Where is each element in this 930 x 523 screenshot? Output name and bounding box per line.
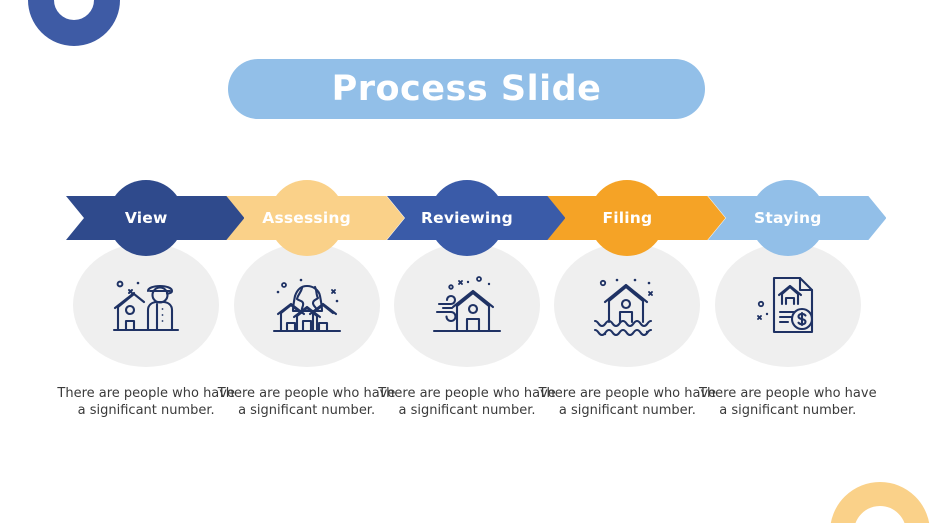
step-chevron-shape [707, 196, 886, 240]
step-icon-circle-4 [554, 243, 701, 367]
step-label: Reviewing [421, 209, 513, 227]
house-with-wind-icon [431, 274, 503, 336]
step-caption-1: There are people who have a significant … [57, 386, 235, 418]
process-chevron-band: View Assessing Reviewing Filing Staying [66, 180, 886, 256]
step-caption-2: There are people who have a significant … [217, 386, 396, 418]
page-title: Process Slide [331, 68, 602, 109]
step-icon-circle-5 [714, 243, 861, 367]
decorative-ring-top-left [28, 0, 120, 46]
step-caption-5: There are people who have a significant … [699, 386, 877, 418]
process-step-5[interactable]: Staying [707, 180, 886, 256]
process-step-1[interactable]: View [66, 180, 245, 256]
houses-with-landslide-icon [271, 274, 343, 336]
step-label: Assessing [262, 209, 351, 227]
slide-title-pill: Process Slide [228, 59, 705, 119]
process-step-2[interactable]: Assessing [226, 180, 405, 256]
step-icon-circle-3 [394, 243, 540, 367]
house-with-person-icon [110, 274, 182, 336]
step-label: Filing [602, 209, 653, 227]
step-icon-circle-1 [73, 243, 220, 367]
process-step-4[interactable]: Filing [547, 180, 726, 256]
step-chevron-shape [547, 196, 726, 240]
decorative-ring-bottom-right [830, 482, 930, 523]
process-step-3[interactable]: Reviewing [386, 180, 566, 256]
step-label: Staying [754, 209, 822, 227]
step-chevron-shape [66, 196, 245, 240]
step-caption-4: There are people who have a significant … [538, 386, 717, 418]
step-icon-circle-2 [233, 243, 380, 367]
insurance-document-icon [752, 274, 824, 336]
step-label: View [124, 209, 168, 227]
house-with-flood-icon [591, 274, 663, 336]
step-chevron-shape [386, 196, 566, 240]
step-chevron-shape [226, 196, 405, 240]
step-caption-3: There are people who have a significant … [378, 386, 556, 418]
